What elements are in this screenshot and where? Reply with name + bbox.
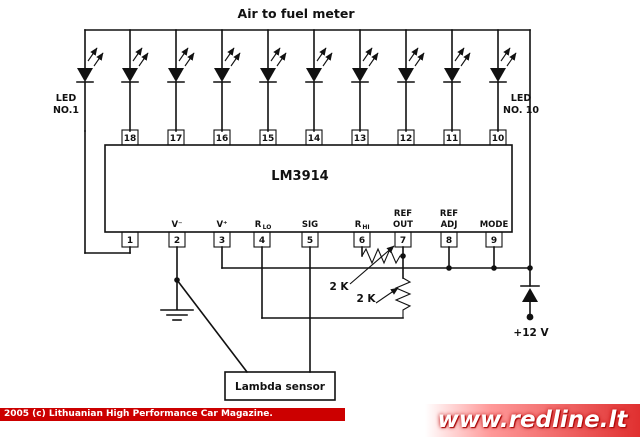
schematic-title: Air to fuel meter <box>238 6 356 21</box>
pin-label-mode: MODE <box>480 220 509 230</box>
top-pin-number-12: 12 <box>400 134 413 144</box>
pin-label-rhi: R <box>355 220 362 230</box>
led-symbol-5 <box>260 30 286 131</box>
led-symbol-6 <box>306 30 332 131</box>
pin-label-rhi-sub: HI <box>362 224 369 231</box>
led-row <box>77 30 516 131</box>
copyright-banner: 2005 (c) Lithuanian High Performance Car… <box>0 408 345 421</box>
top-pin-number-18: 18 <box>124 134 137 144</box>
led10-label-line2: NO. 10 <box>503 105 539 116</box>
pin-label-rlo-sub: LO <box>263 224 272 231</box>
junction-dots <box>174 253 533 283</box>
led1-label-line1: LED <box>56 93 77 104</box>
top-pin-number-17: 17 <box>170 134 183 144</box>
led-symbol-8 <box>398 30 424 131</box>
supply-label: +12 V <box>513 327 549 339</box>
pin-label-refadj-1: REF <box>440 209 458 219</box>
led-symbol-3 <box>168 30 194 131</box>
led-symbol-7 <box>352 30 378 131</box>
potentiometer-horizontal <box>349 245 403 285</box>
resistor-vertical <box>375 277 412 318</box>
led10-label-line1: LED <box>511 93 532 104</box>
led-symbol-4 <box>214 30 240 131</box>
bottom-pin-number-5: 5 <box>307 236 313 246</box>
bottom-pin-number-6: 6 <box>359 236 365 246</box>
pin-label-refout-2: OUT <box>393 220 413 230</box>
ic-label: LM3914 <box>271 169 328 184</box>
circuit-schematic: Air to fuel meter LED NO.1 LED NO. 10 <box>53 6 549 401</box>
bottom-pin-number-1: 1 <box>127 236 133 246</box>
bottom-pin-stubs: 1 2 3 4 5 6 7 8 9 <box>121 231 503 248</box>
lambda-sensor-label: Lambda sensor <box>235 381 326 393</box>
pin-label-refadj-2: ADJ <box>441 220 458 230</box>
ground-symbol <box>160 309 194 321</box>
top-pin-number-13: 13 <box>354 134 367 144</box>
pot2-label: 2 K <box>356 293 376 305</box>
pin-label-vminus: V⁻ <box>171 220 182 230</box>
led-symbol-1 <box>77 30 103 131</box>
bottom-pin-number-7: 7 <box>400 236 406 246</box>
pot1-label: 2 K <box>329 281 349 293</box>
led-symbol-9 <box>444 30 470 131</box>
diode-symbol <box>520 285 540 321</box>
watermark-redline: www.redline.lt <box>425 404 640 437</box>
pin-label-refout-1: REF <box>394 209 412 219</box>
wiring <box>84 29 531 374</box>
pin-label-rlo: R <box>255 220 262 230</box>
led-symbol-2 <box>122 30 148 131</box>
bottom-pin-number-4: 4 <box>259 236 265 246</box>
lambda-sensor-box <box>224 371 336 401</box>
top-pin-number-16: 16 <box>216 134 229 144</box>
top-pin-number-14: 14 <box>308 134 321 144</box>
led1-label-line2: NO.1 <box>53 105 79 116</box>
pin-label-vplus: V⁺ <box>216 220 227 230</box>
top-pin-number-10: 10 <box>492 134 505 144</box>
bottom-pin-number-9: 9 <box>491 236 497 246</box>
top-pin-stubs: 18 17 16 15 14 13 12 11 10 <box>121 129 507 146</box>
top-pin-number-11: 11 <box>446 134 459 144</box>
pin-function-labels: V⁻ V⁺ R LO SIG R HI REF OUT REF ADJ MODE <box>171 209 508 231</box>
bottom-pin-number-8: 8 <box>446 236 452 246</box>
bottom-pin-number-3: 3 <box>219 236 225 246</box>
pin-label-sig: SIG <box>302 220 318 230</box>
supply-terminal <box>526 313 534 321</box>
top-pin-number-15: 15 <box>262 134 275 144</box>
bottom-pin-number-2: 2 <box>174 236 180 246</box>
